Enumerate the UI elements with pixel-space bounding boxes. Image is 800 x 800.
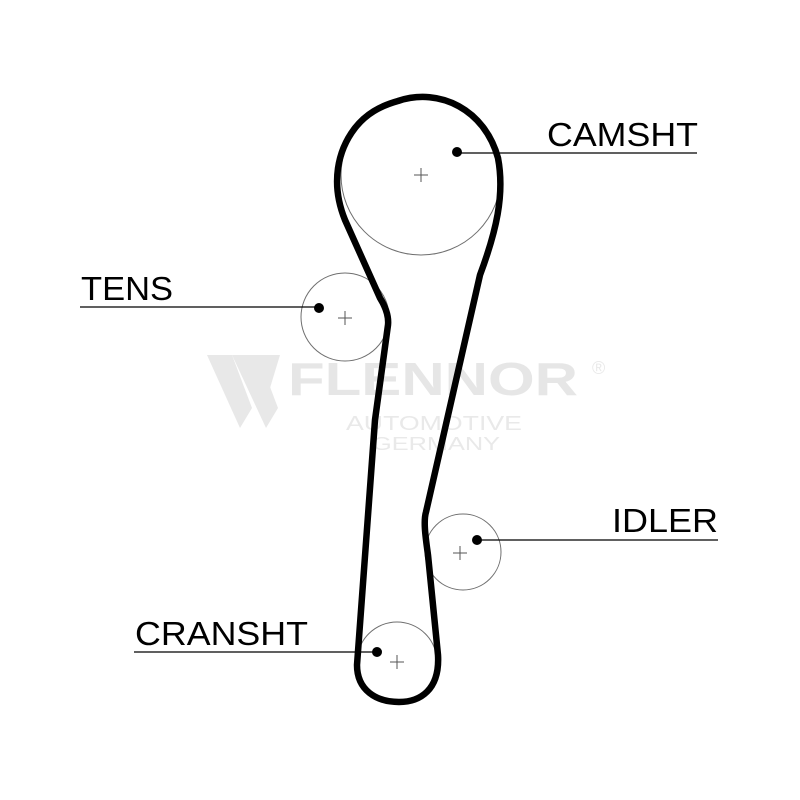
- callout-crankshaft: CRANSHT: [134, 615, 382, 657]
- flennor-logo-icon: [207, 355, 280, 428]
- crankshaft-marker-dot: [372, 647, 382, 657]
- crankshaft-label: CRANSHT: [135, 615, 308, 652]
- callout-tensioner: TENS: [80, 270, 324, 313]
- tensioner-marker-dot: [314, 303, 324, 313]
- idler-marker-dot: [472, 535, 482, 545]
- callout-idler: IDLER: [472, 502, 718, 545]
- camshaft-marker-dot: [452, 147, 462, 157]
- watermark-line1: AUTOMOTIVE: [346, 413, 522, 435]
- tensioner-label: TENS: [81, 270, 173, 307]
- camshaft-label: CAMSHT: [547, 116, 698, 153]
- idler-pulley: [424, 513, 502, 591]
- watermark-registered-mark: ®: [592, 358, 605, 378]
- callout-camshaft: CAMSHT: [452, 116, 698, 157]
- idler-label: IDLER: [612, 502, 718, 539]
- watermark-line2: GERMANY: [372, 434, 500, 454]
- watermark: FLENNOR ® AUTOMOTIVE GERMANY: [207, 353, 605, 454]
- timing-belt: [333, 93, 504, 706]
- watermark-brand: FLENNOR: [288, 353, 578, 405]
